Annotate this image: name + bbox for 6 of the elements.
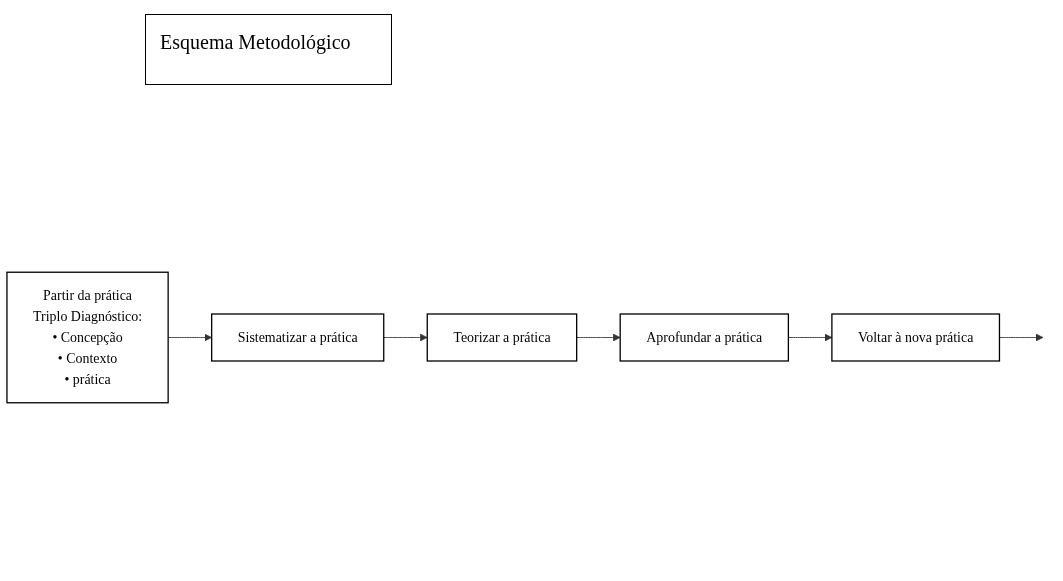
node-box: Voltar à nova prática <box>831 313 1001 362</box>
title: Esquema Metodológico <box>145 14 392 85</box>
node-box: Aprofundar a prática <box>619 313 790 362</box>
node-box: Partir da prática Triplo Diagnóstico: • Concepção • Contexto • prática <box>6 271 169 404</box>
node-box: Teorizar a prática <box>426 313 578 362</box>
node-box: Sistematizar a prática <box>211 313 385 362</box>
